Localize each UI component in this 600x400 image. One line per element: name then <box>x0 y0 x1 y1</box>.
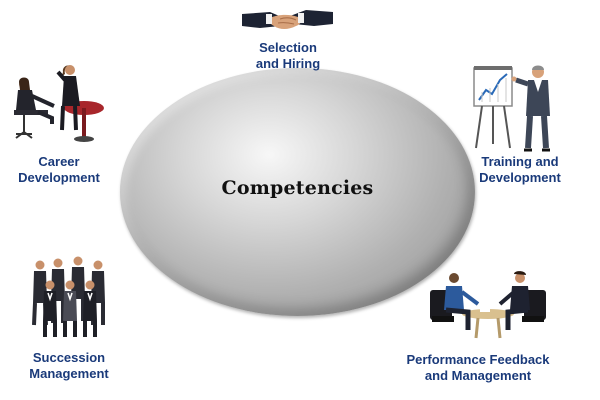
center-title: Competencies <box>221 177 374 199</box>
succession-line-2: Management <box>29 366 109 381</box>
competencies-circle <box>120 68 475 316</box>
career-line-1: Career <box>38 154 80 169</box>
training-line-2: Development <box>479 170 561 185</box>
feedback-meeting-icon <box>430 271 546 339</box>
succession-management-label: Succession Management <box>12 350 126 382</box>
performance-line-2: and Management <box>424 368 532 383</box>
training-line-1: Training and <box>481 154 559 169</box>
career-development-label: Career Development <box>4 154 114 186</box>
performance-feedback-label: Performance Feedback and Management <box>388 352 568 384</box>
succession-line-1: Succession <box>32 350 106 365</box>
training-development-label: Training and Development <box>458 154 582 186</box>
performance-line-1: Performance Feedback <box>406 352 550 367</box>
selection-line-2: and Hiring <box>255 56 321 71</box>
career-line-2: Development <box>18 170 100 185</box>
business-team-icon <box>32 256 105 337</box>
flipchart-presenter-icon <box>473 65 550 152</box>
office-meeting-icon <box>14 65 104 142</box>
selection-line-1: Selection <box>259 40 317 55</box>
handshake-icon <box>242 10 333 29</box>
selection-hiring-label: Selection and Hiring <box>228 40 348 72</box>
